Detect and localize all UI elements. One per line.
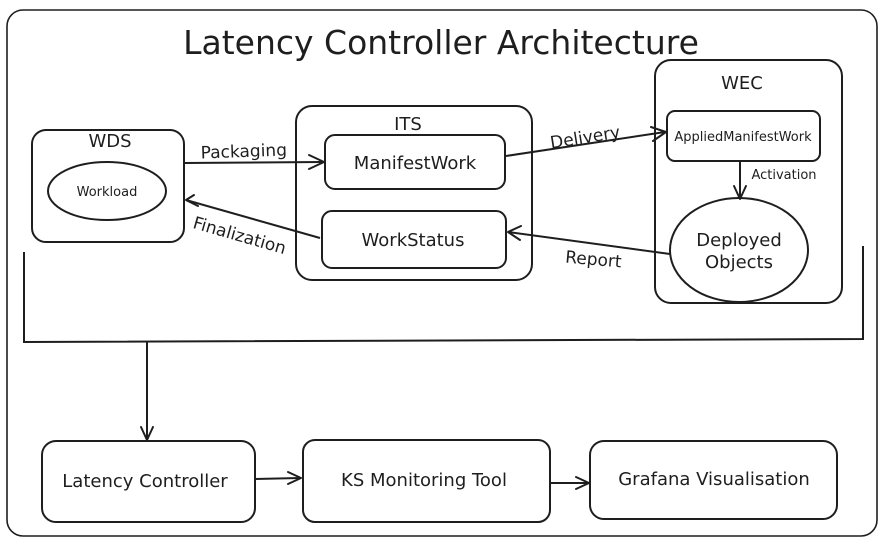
latency-controller-label: Latency Controller: [62, 471, 228, 492]
delivery-arrowhead: [650, 126, 667, 142]
delivery-arrow: [505, 131, 666, 157]
finalization-arrowhead: [185, 194, 199, 207]
wec-label: WEC: [721, 73, 763, 94]
finalization-label: Finalization: [191, 213, 289, 259]
deployed-objects-label-line-1: Deployed: [696, 230, 782, 251]
packaging-arrow: [183, 161, 324, 164]
latency-controller-node: [41, 440, 256, 523]
ks-monitoring-tool-node: [302, 439, 551, 523]
applied-manifest-work-label: AppliedManifestWork: [674, 130, 812, 145]
its-label: ITS: [394, 114, 422, 135]
applied-manifest-work-node: [666, 110, 821, 162]
packaging-arrowhead: [308, 154, 325, 170]
outer-frame: [6, 9, 878, 537]
activation-arrowhead: [733, 185, 747, 200]
activation-label: Activation: [751, 168, 816, 183]
report-arrow: [507, 231, 671, 255]
grafana-visualisation-label: Grafana Visualisation: [618, 469, 810, 490]
collection-bracket: [23, 246, 864, 344]
packaging-label: Packaging: [200, 141, 287, 164]
finalization-arrow: [185, 199, 321, 239]
grafana-visualisation-node: [589, 440, 838, 520]
ks-monitoring-tool-label: KS Monitoring Tool: [341, 470, 507, 491]
workload-node: [47, 161, 167, 221]
report-label: Report: [564, 248, 622, 273]
controller-to-monitoring-arrow: [254, 477, 301, 480]
delivery-label: Delivery: [549, 123, 622, 154]
report-arrowhead: [507, 225, 522, 241]
workload-label: Workload: [77, 185, 138, 200]
work-status-node: [321, 210, 507, 269]
controller-to-monitoring-arrowhead: [287, 471, 302, 485]
deployed-objects-label-line-2: Objects: [705, 252, 773, 273]
diagram-title: Latency Controller Architecture: [183, 23, 699, 62]
work-status-label: WorkStatus: [362, 230, 465, 251]
wds-label: WDS: [88, 131, 131, 152]
manifest-work-label: ManifestWork: [354, 153, 477, 174]
